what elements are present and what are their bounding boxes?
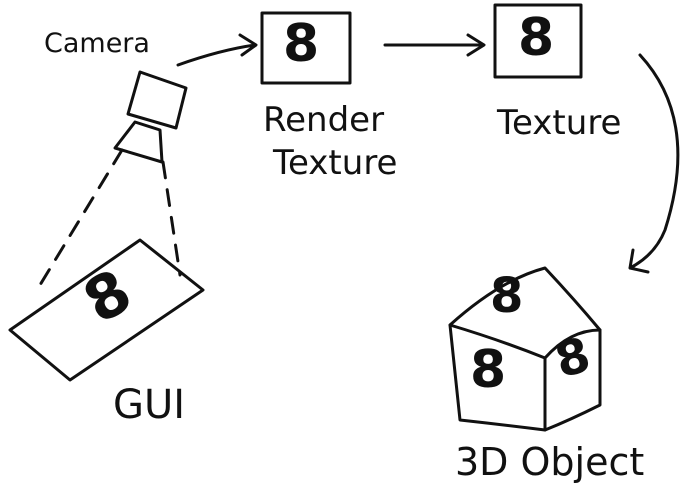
arrow-camera-to-render (176, 33, 258, 67)
camera-view-dashes (38, 148, 182, 287)
render-texture-label-line1: Render (263, 100, 385, 140)
object-label: 3D Object (455, 440, 645, 484)
texture-glyph: 8 (518, 8, 555, 68)
texture-box (493, 3, 583, 79)
arrow-texture-to-object (628, 53, 680, 274)
camera-label: Camera (44, 28, 150, 59)
render-texture-label-line2: Texture (273, 143, 398, 183)
cube-left-glyph: 8 (470, 340, 507, 400)
camera-icon (113, 70, 188, 164)
render-texture-box (260, 11, 352, 85)
gui-label: GUI (113, 382, 186, 428)
cube-top-glyph: 8 (490, 268, 524, 324)
arrow-render-to-texture (383, 33, 486, 57)
texture-label: Texture (497, 103, 622, 143)
cube-3d-object (448, 266, 602, 432)
render-texture-glyph: 8 (283, 14, 320, 74)
gui-panel (8, 238, 205, 382)
